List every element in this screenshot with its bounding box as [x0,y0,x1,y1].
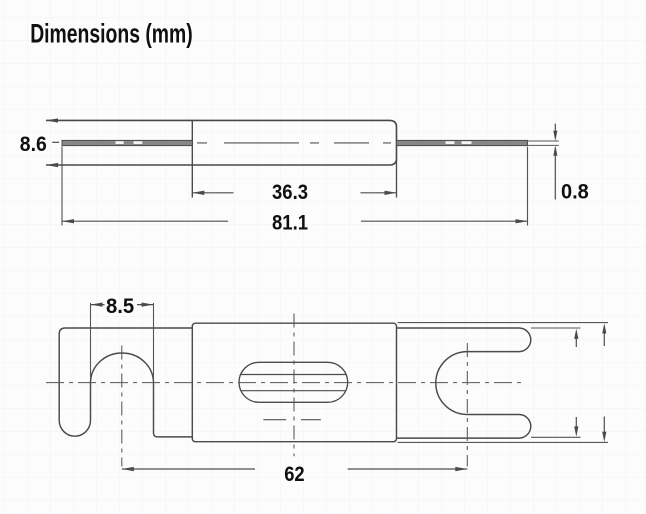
svg-text:81.1: 81.1 [272,211,308,234]
svg-text:Dimensions (mm): Dimensions (mm) [30,18,193,48]
svg-text:62: 62 [284,463,304,486]
svg-text:36.3: 36.3 [272,181,308,204]
svg-text:0.8: 0.8 [561,181,589,204]
svg-text:8.5: 8.5 [106,295,134,318]
svg-text:8.6: 8.6 [20,133,47,156]
